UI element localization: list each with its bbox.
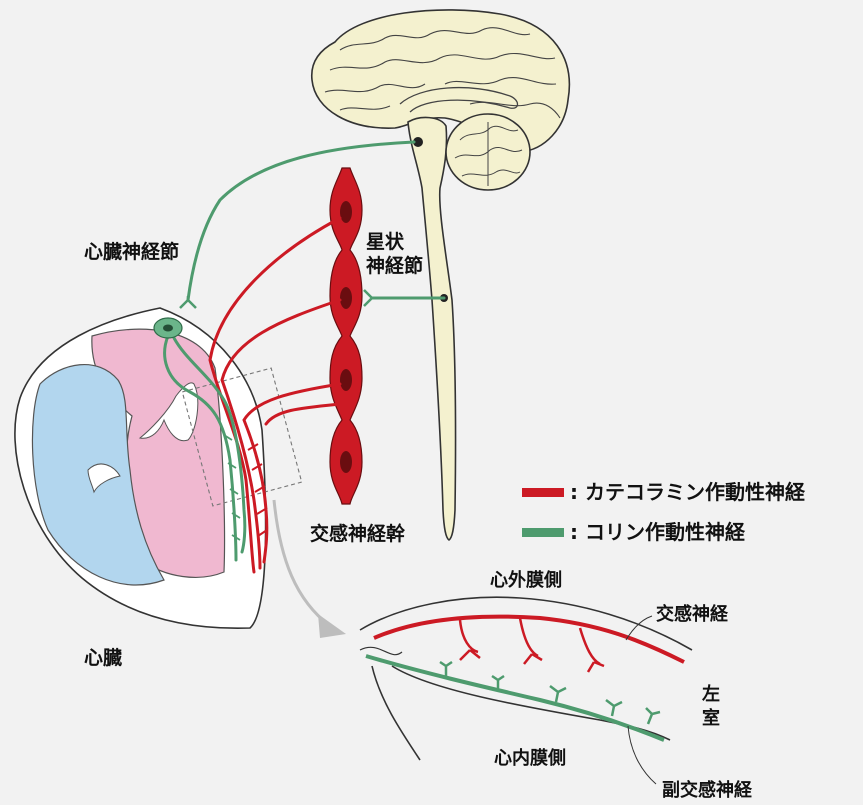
inset-cholinergic-branches xyxy=(440,662,660,724)
label-stellate-line1: 星状 xyxy=(366,230,405,253)
cardiac-ganglion-cell xyxy=(163,325,173,332)
label-cardiac-ganglion: 心臓神経節 xyxy=(84,240,179,263)
ganglion-cell-1 xyxy=(340,201,352,223)
endocardial-surface xyxy=(372,666,670,760)
label-endocardial-side: 心内膜側 xyxy=(494,747,566,769)
label-stellate-line2: 神経節 xyxy=(366,254,423,277)
zoom-arrow-head xyxy=(318,614,346,638)
ganglion-cell-2 xyxy=(340,287,352,309)
label-sympathetic-trunk: 交感神経幹 xyxy=(310,522,406,545)
label-epicardial-side: 心外膜側 xyxy=(490,569,562,591)
brainstem xyxy=(408,117,456,540)
inset-cholinergic-nerve xyxy=(366,656,664,740)
legend-swatch-cholinergic xyxy=(522,528,564,537)
legend: : カテコラミン作動性神経 : コリン作動性神経 xyxy=(522,480,806,544)
legend-label-cholinergic: : コリン作動性神経 xyxy=(570,520,746,544)
label-left-ventricle-line2: 室 xyxy=(702,707,720,729)
ganglion-cell-4 xyxy=(340,451,352,473)
epicardial-surface-inner xyxy=(360,647,402,654)
label-heart: 心臓 xyxy=(84,647,122,669)
sympathetic-trunk xyxy=(330,168,362,504)
label-parasympathetic-nerve: 副交感神経 xyxy=(662,779,753,801)
legend-swatch-catecholaminergic xyxy=(522,488,564,497)
label-left-ventricle-line1: 左 xyxy=(702,683,720,705)
ganglion-cell-3 xyxy=(340,369,352,391)
label-sympathetic-nerve: 交感神経 xyxy=(656,603,729,625)
legend-label-catecholaminergic: : カテコラミン作動性神経 xyxy=(570,480,806,504)
cardiac-ganglion xyxy=(154,318,182,338)
zoom-arrow xyxy=(274,500,330,626)
